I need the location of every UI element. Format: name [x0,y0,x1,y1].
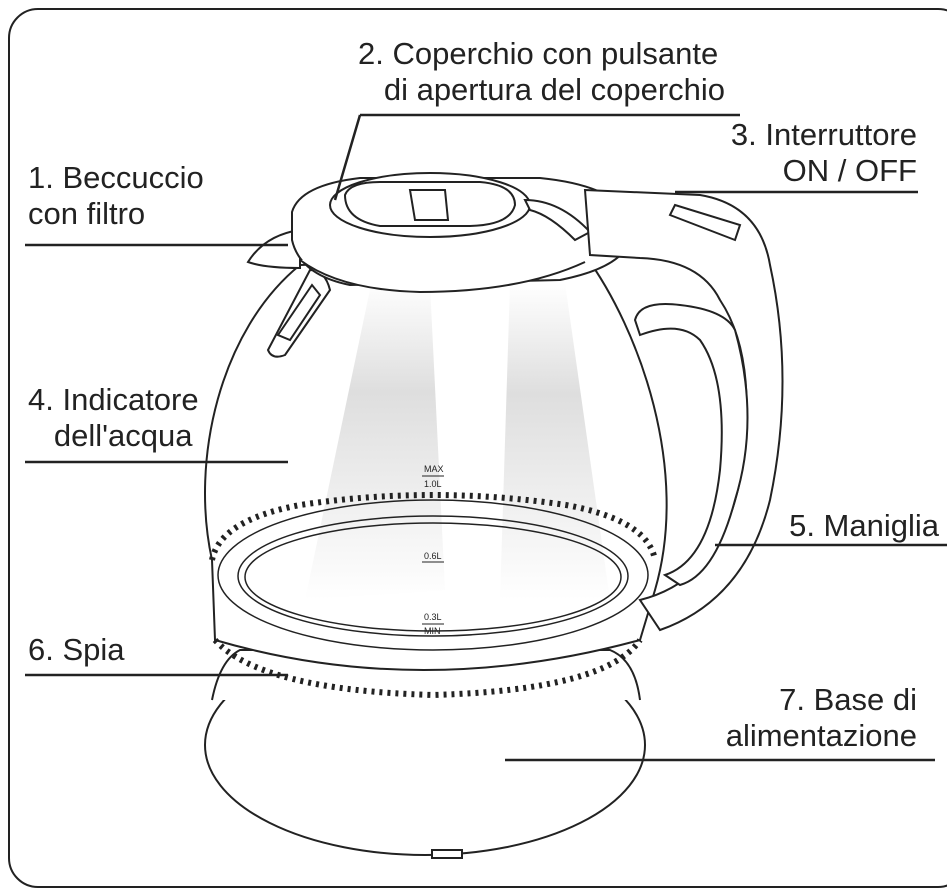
label-water-indicator: 4. Indicatore dell'acqua [28,382,199,453]
scale-mid-volume: 0.6L [424,551,442,561]
lid [291,172,632,294]
label-spout: 1. Beccuccio con filtro [28,160,204,231]
water-scale: MAX 1.0L 0.6L 0.3L MIN [422,464,444,636]
label-base: 7. Base di alimentazione [725,682,917,753]
label-switch: 3. Interruttore ON / OFF [730,117,917,188]
spout-with-filter [246,228,332,358]
scale-max-volume: 1.0L [424,479,442,489]
scale-max: MAX [424,464,444,474]
label-lid: 2. Coperchio con pulsante di apertura de… [358,36,726,107]
leader-lines [25,113,947,762]
water-level-window [209,492,658,699]
scale-min-volume: 0.3L [424,612,442,622]
scale-min: MIN [424,626,441,636]
on-off-switch [668,203,742,242]
label-light: 6. Spia [28,632,125,667]
handle [583,188,784,632]
label-handle: 5. Maniglia [789,508,939,543]
